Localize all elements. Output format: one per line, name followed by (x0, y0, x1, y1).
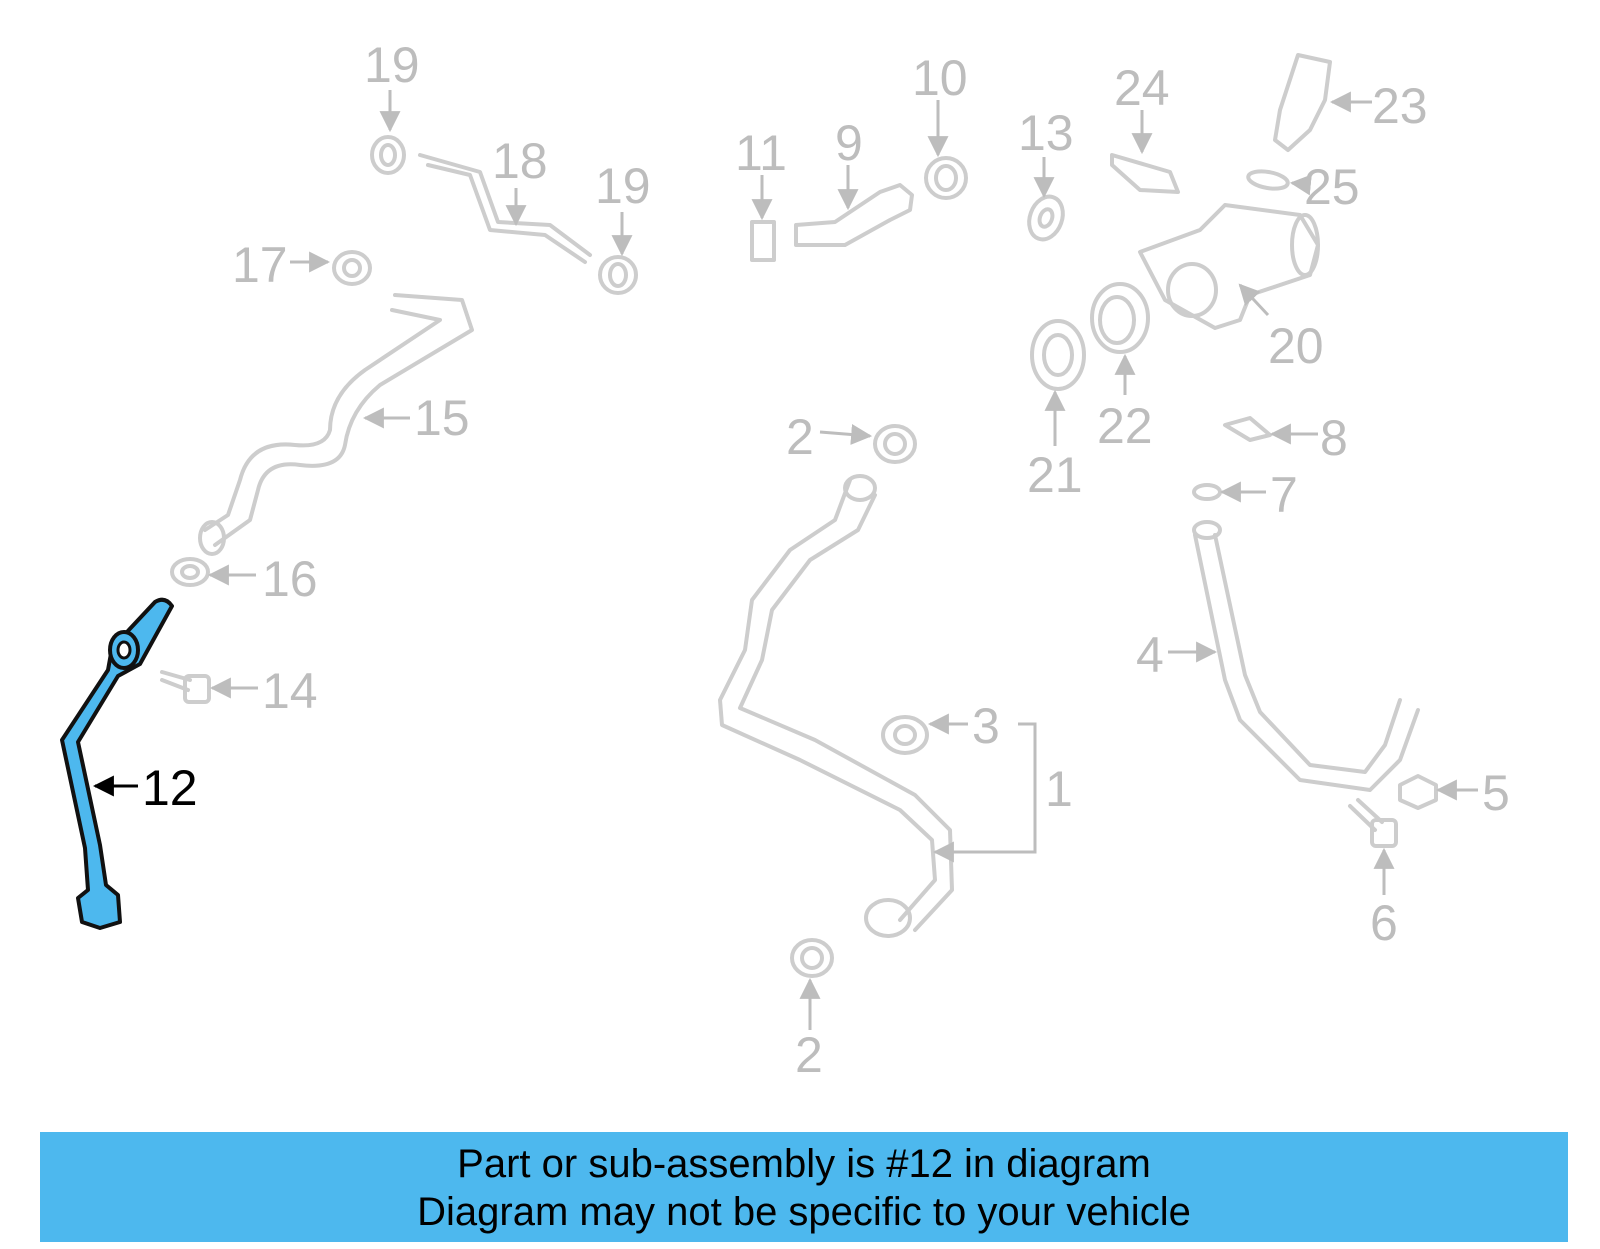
callout-1: 1 (1045, 761, 1073, 817)
callout-13: 13 (1018, 105, 1074, 161)
callout-2-upper: 2 (786, 409, 814, 465)
callout-6: 6 (1370, 895, 1398, 951)
callout-labels: 19 18 19 17 15 16 14 12 11 9 10 13 24 23… (142, 37, 1510, 1083)
callout-2-lower: 2 (795, 1027, 823, 1083)
callout-23: 23 (1372, 78, 1428, 134)
callout-8: 8 (1320, 410, 1348, 466)
part-6-bolt (1348, 798, 1398, 848)
callout-24: 24 (1114, 60, 1170, 116)
callout-25: 25 (1304, 159, 1360, 215)
part-11-block (750, 220, 776, 262)
part-19-clamp-right (598, 255, 638, 295)
callout-18: 18 (492, 133, 548, 189)
part-18-hose (418, 153, 592, 264)
callout-15: 15 (414, 390, 470, 446)
part-17-clamp (332, 250, 372, 286)
callout-21: 21 (1027, 447, 1083, 503)
part-21-gasket (1030, 319, 1086, 391)
callout-9: 9 (835, 115, 863, 171)
part-4-pipe (1192, 520, 1420, 792)
callout-22: 22 (1097, 398, 1153, 454)
part-19-clamp-top (370, 135, 406, 175)
part-25-oring (1246, 169, 1290, 191)
callout-3: 3 (972, 698, 1000, 754)
part-9-hose (794, 183, 914, 247)
callout-20: 20 (1268, 318, 1324, 374)
callout-14: 14 (262, 663, 318, 719)
callout-16: 16 (262, 551, 318, 607)
part-12-pipe-highlighted (60, 597, 174, 930)
callout-4: 4 (1136, 627, 1164, 683)
part-22-ring (1090, 282, 1150, 354)
part-20-housing (1138, 203, 1320, 330)
part-7-washer (1192, 483, 1222, 501)
part-16-clamp (170, 557, 210, 587)
leader-arrows (207, 90, 1478, 1030)
callout-19-right: 19 (595, 158, 651, 214)
banner-line-1: Part or sub-assembly is #12 in diagram (457, 1142, 1151, 1186)
part-13-washer (1027, 194, 1065, 242)
part-5-nut (1398, 774, 1438, 810)
callout-7: 7 (1270, 467, 1298, 523)
callout-11: 11 (735, 125, 787, 181)
part-15-hose (198, 293, 474, 556)
callout-10: 10 (912, 50, 968, 106)
part-10-clamp (924, 156, 968, 200)
info-banner: Part or sub-assembly is #12 in diagram D… (40, 1132, 1568, 1242)
callout-17: 17 (232, 237, 288, 293)
part-1-hose (718, 474, 954, 938)
part-2-clamp-lower (790, 938, 834, 978)
part-8-clip (1223, 416, 1272, 442)
callout-5: 5 (1482, 765, 1510, 821)
part-24-bracket (1110, 153, 1180, 194)
callout-12: 12 (142, 760, 198, 816)
part-14-bolt (160, 670, 211, 704)
banner-line-2: Diagram may not be specific to your vehi… (417, 1190, 1191, 1234)
part-3-clamp (881, 715, 929, 755)
part-2-clamp-upper (873, 424, 917, 464)
part-23-sensor (1273, 53, 1332, 152)
callout-19-top: 19 (364, 37, 420, 93)
